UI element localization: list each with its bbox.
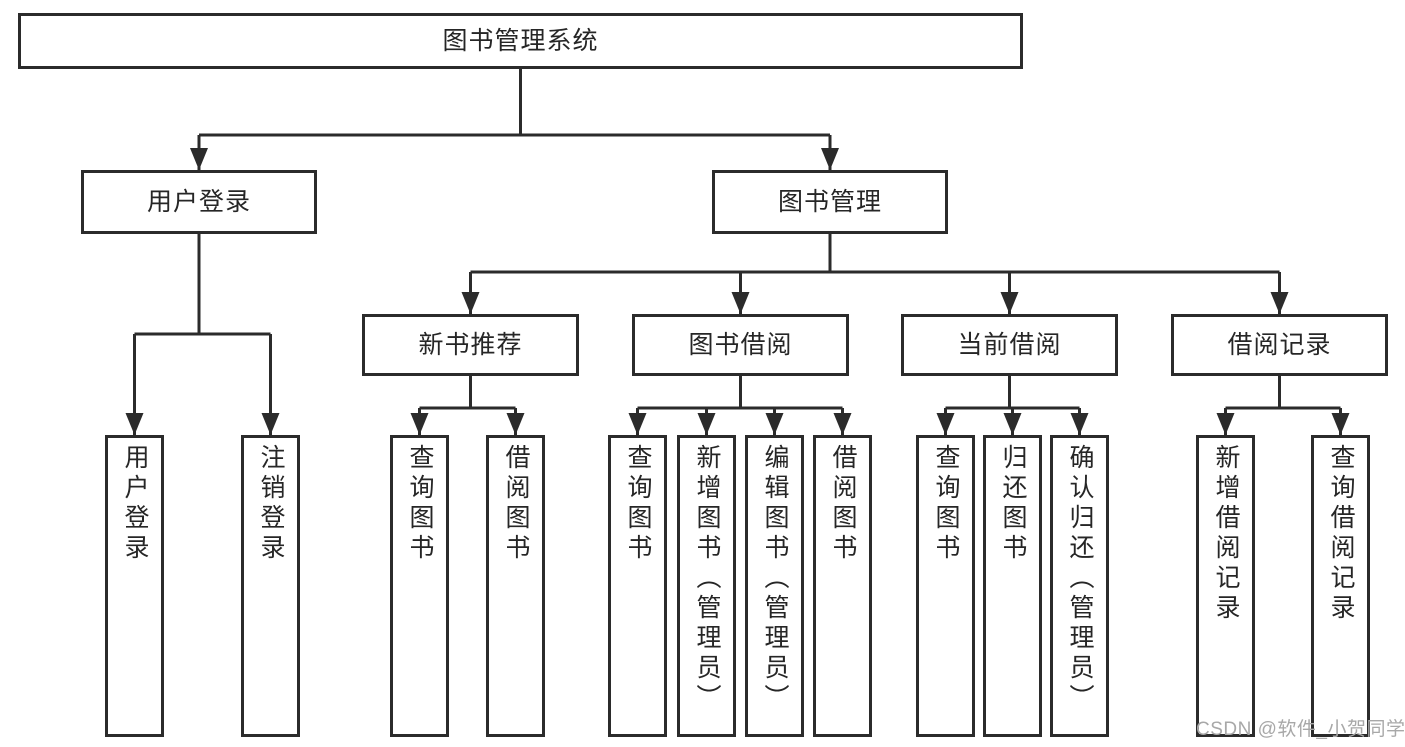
node-label: 新增图书（管理员） <box>693 444 721 714</box>
node-leaf-edit-book[interactable]: 编辑图书（管理员） <box>745 435 804 737</box>
node-leaf-confirm-return[interactable]: 确认归还（管理员） <box>1050 435 1109 737</box>
node-current-borrow[interactable]: 当前借阅 <box>901 314 1118 376</box>
node-label: 借阅记录 <box>1227 330 1332 359</box>
arrow-head-icon <box>506 413 525 435</box>
node-label: 查询图书 <box>624 444 652 564</box>
arrow-head-icon <box>697 413 716 435</box>
node-label: 借阅图书 <box>829 444 857 564</box>
arrow-head-icon <box>731 292 750 314</box>
node-leaf-user-login[interactable]: 用户登录 <box>105 435 164 737</box>
node-user-login[interactable]: 用户登录 <box>81 170 317 234</box>
node-leaf-query-book-1[interactable]: 查询图书 <box>390 435 449 737</box>
node-book-manage[interactable]: 图书管理 <box>712 170 948 234</box>
node-label: 图书管理系统 <box>442 26 599 55</box>
node-leaf-add-record[interactable]: 新增借阅记录 <box>1196 435 1255 737</box>
node-label: 借阅图书 <box>502 444 530 564</box>
node-label: 当前借阅 <box>957 330 1062 359</box>
node-label: 归还图书 <box>999 444 1027 564</box>
arrow-head-icon <box>261 413 280 435</box>
arrow-head-icon <box>936 413 955 435</box>
node-leaf-logout[interactable]: 注销登录 <box>241 435 300 737</box>
node-leaf-borrow-book-2[interactable]: 借阅图书 <box>813 435 872 737</box>
node-leaf-query-book-2[interactable]: 查询图书 <box>608 435 667 737</box>
node-leaf-return-book[interactable]: 归还图书 <box>983 435 1042 737</box>
node-label: 查询借阅记录 <box>1327 444 1355 624</box>
arrow-head-icon <box>1331 413 1350 435</box>
arrow-head-icon <box>1070 413 1089 435</box>
arrow-head-icon <box>1000 292 1019 314</box>
arrow-head-icon <box>765 413 784 435</box>
arrow-head-icon <box>628 413 647 435</box>
node-leaf-add-book[interactable]: 新增图书（管理员） <box>677 435 736 737</box>
node-label: 用户登录 <box>146 187 251 216</box>
arrow-head-icon <box>821 148 839 170</box>
node-leaf-query-book-3[interactable]: 查询图书 <box>916 435 975 737</box>
arrow-head-icon <box>1003 413 1022 435</box>
watermark-label: CSDN @软件_小贺同学 <box>1196 719 1405 740</box>
arrow-head-icon <box>410 413 429 435</box>
node-label: 图书管理 <box>777 187 882 216</box>
node-label: 查询图书 <box>406 444 434 564</box>
node-new-book-recommend[interactable]: 新书推荐 <box>362 314 579 376</box>
node-borrow-record[interactable]: 借阅记录 <box>1171 314 1388 376</box>
arrow-head-icon <box>125 413 144 435</box>
arrow-head-icon <box>833 413 852 435</box>
node-label: 查询图书 <box>932 444 960 564</box>
node-label: 确认归还（管理员） <box>1066 444 1094 714</box>
arrow-head-icon <box>1270 292 1289 314</box>
node-label: 注销登录 <box>257 444 285 564</box>
arrow-head-icon <box>1216 413 1235 435</box>
node-label: 新增借阅记录 <box>1212 444 1240 624</box>
node-book-borrow[interactable]: 图书借阅 <box>632 314 849 376</box>
node-label: 新书推荐 <box>418 330 523 359</box>
node-leaf-borrow-book-1[interactable]: 借阅图书 <box>486 435 545 737</box>
arrow-head-icon <box>190 148 208 170</box>
node-label: 编辑图书（管理员） <box>761 444 789 714</box>
arrow-head-icon <box>461 292 480 314</box>
node-label: 用户登录 <box>121 444 149 564</box>
node-root[interactable]: 图书管理系统 <box>18 13 1023 69</box>
node-label: 图书借阅 <box>688 330 793 359</box>
node-leaf-query-record[interactable]: 查询借阅记录 <box>1311 435 1370 737</box>
